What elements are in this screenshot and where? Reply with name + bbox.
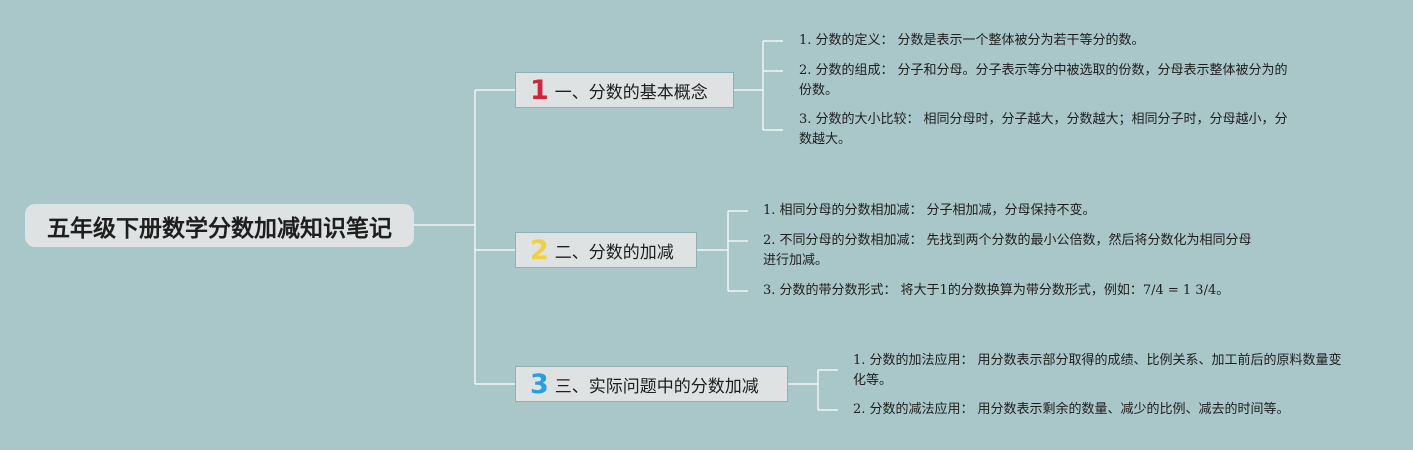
item-label: 3. 分数的大小比较： [799, 112, 920, 127]
item-text: 分子和分母。分子表示等分中被选取的份数，分母表示整体被分为的份数。 [799, 63, 1288, 98]
branch-1[interactable]: 1 一、分数的基本概念 [515, 72, 734, 108]
connector-leaves-2 [697, 210, 748, 292]
branch-3[interactable]: 3 三、实际问题中的分数加减 [515, 366, 788, 402]
branch-2-number-icon: 2 [530, 234, 549, 266]
branch-2-item-2[interactable]: 2. 不同分母的分数相加减：先找到两个分数的最小公倍数，然后将分数化为相同分母进… [763, 231, 1263, 271]
branch-2-label: 二、分数的加减 [554, 242, 674, 263]
branch-2[interactable]: 2 二、分数的加减 [515, 232, 697, 268]
item-label: 3. 分数的带分数形式： [763, 283, 897, 298]
branch-2-item-1[interactable]: 1. 相同分母的分数相加减：分子相加减，分母保持不变。 [763, 201, 1283, 221]
item-text: 分子相加减，分母保持不变。 [926, 203, 1096, 218]
branch-1-item-1[interactable]: 1. 分数的定义：分数是表示一个整体被分为若干等分的数。 [799, 31, 1299, 51]
item-text: 先找到两个分数的最小公倍数，然后将分数化为相同分母进行加减。 [763, 233, 1252, 268]
branch-2-item-3[interactable]: 3. 分数的带分数形式：将大于1的分数换算为带分数形式，例如：7/4 = 1 3… [763, 281, 1283, 301]
item-text: 相同分母时，分子越大，分数越大；相同分子时，分母越小，分数越大。 [799, 112, 1288, 147]
item-text: 用分数表示部分取得的成绩、比例关系、加工前后的原料数量变化等。 [853, 353, 1342, 388]
branch-3-item-1[interactable]: 1. 分数的加法应用：用分数表示部分取得的成绩、比例关系、加工前后的原料数量变化… [853, 351, 1353, 391]
root-title: 五年级下册数学分数加减知识笔记 [47, 215, 392, 242]
item-text: 用分数表示剩余的数量、减少的比例、减去的时间等。 [977, 402, 1290, 417]
item-label: 2. 分数的减法应用： [853, 402, 974, 417]
item-label: 1. 分数的加法应用： [853, 353, 974, 368]
item-label: 1. 相同分母的分数相加减： [763, 203, 923, 218]
branch-1-item-2[interactable]: 2. 分数的组成：分子和分母。分子表示等分中被选取的份数，分母表示整体被分为的份… [799, 61, 1299, 101]
item-label: 2. 分数的组成： [799, 63, 894, 78]
item-label: 2. 不同分母的分数相加减： [763, 233, 923, 248]
root-topic[interactable]: 五年级下册数学分数加减知识笔记 [25, 204, 414, 247]
item-text: 将大于1的分数换算为带分数形式，例如：7/4 = 1 3/4。 [900, 283, 1230, 298]
branch-1-label: 一、分数的基本概念 [554, 82, 708, 103]
connector-leaves-3 [788, 369, 838, 411]
branch-3-label: 三、实际问题中的分数加减 [554, 376, 759, 397]
item-text: 分数是表示一个整体被分为若干等分的数。 [897, 33, 1145, 48]
branch-3-number-icon: 3 [530, 368, 549, 400]
connector-leaves-1 [734, 40, 783, 131]
branch-3-item-2[interactable]: 2. 分数的减法应用：用分数表示剩余的数量、减少的比例、减去的时间等。 [853, 400, 1373, 420]
branch-1-item-3[interactable]: 3. 分数的大小比较：相同分母时，分子越大，分数越大；相同分子时，分母越小，分数… [799, 110, 1289, 150]
item-label: 1. 分数的定义： [799, 33, 894, 48]
branch-1-number-icon: 1 [530, 74, 549, 106]
